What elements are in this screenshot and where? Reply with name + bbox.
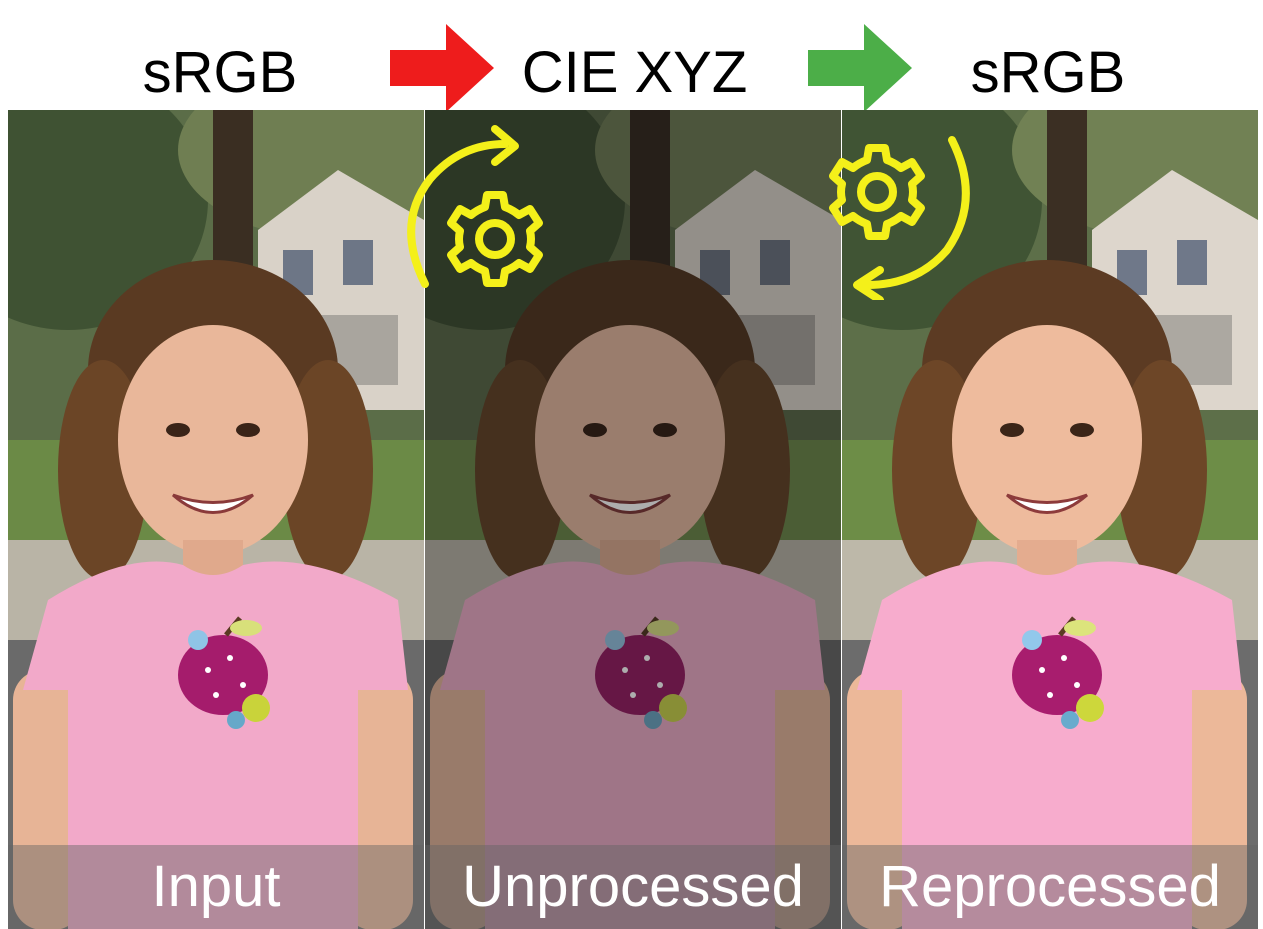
panel-reprocessed: Reprocessed: [842, 110, 1258, 929]
caption-unprocessed: Unprocessed: [462, 854, 804, 919]
caption-bar: [8, 845, 424, 929]
panel-input: Input: [8, 110, 424, 929]
input-photo: [8, 110, 424, 929]
caption-reprocessed: Reprocessed: [879, 854, 1221, 919]
stage-label-cie-xyz: CIE XYZ: [521, 40, 748, 105]
caption-bar: [425, 845, 841, 929]
backward-arrow-icon: [808, 24, 912, 112]
gear-refresh-icon: [407, 125, 543, 288]
stage-label-srgb-input: sRGB: [142, 40, 298, 105]
caption-input: Input: [151, 854, 281, 919]
caption-bar: [842, 845, 1258, 929]
panel-unprocessed: Unprocessed: [425, 110, 841, 929]
gear-refresh-icon: [829, 136, 970, 300]
stage-label-srgb-output: sRGB: [970, 40, 1126, 105]
forward-arrow-icon: [390, 24, 494, 112]
